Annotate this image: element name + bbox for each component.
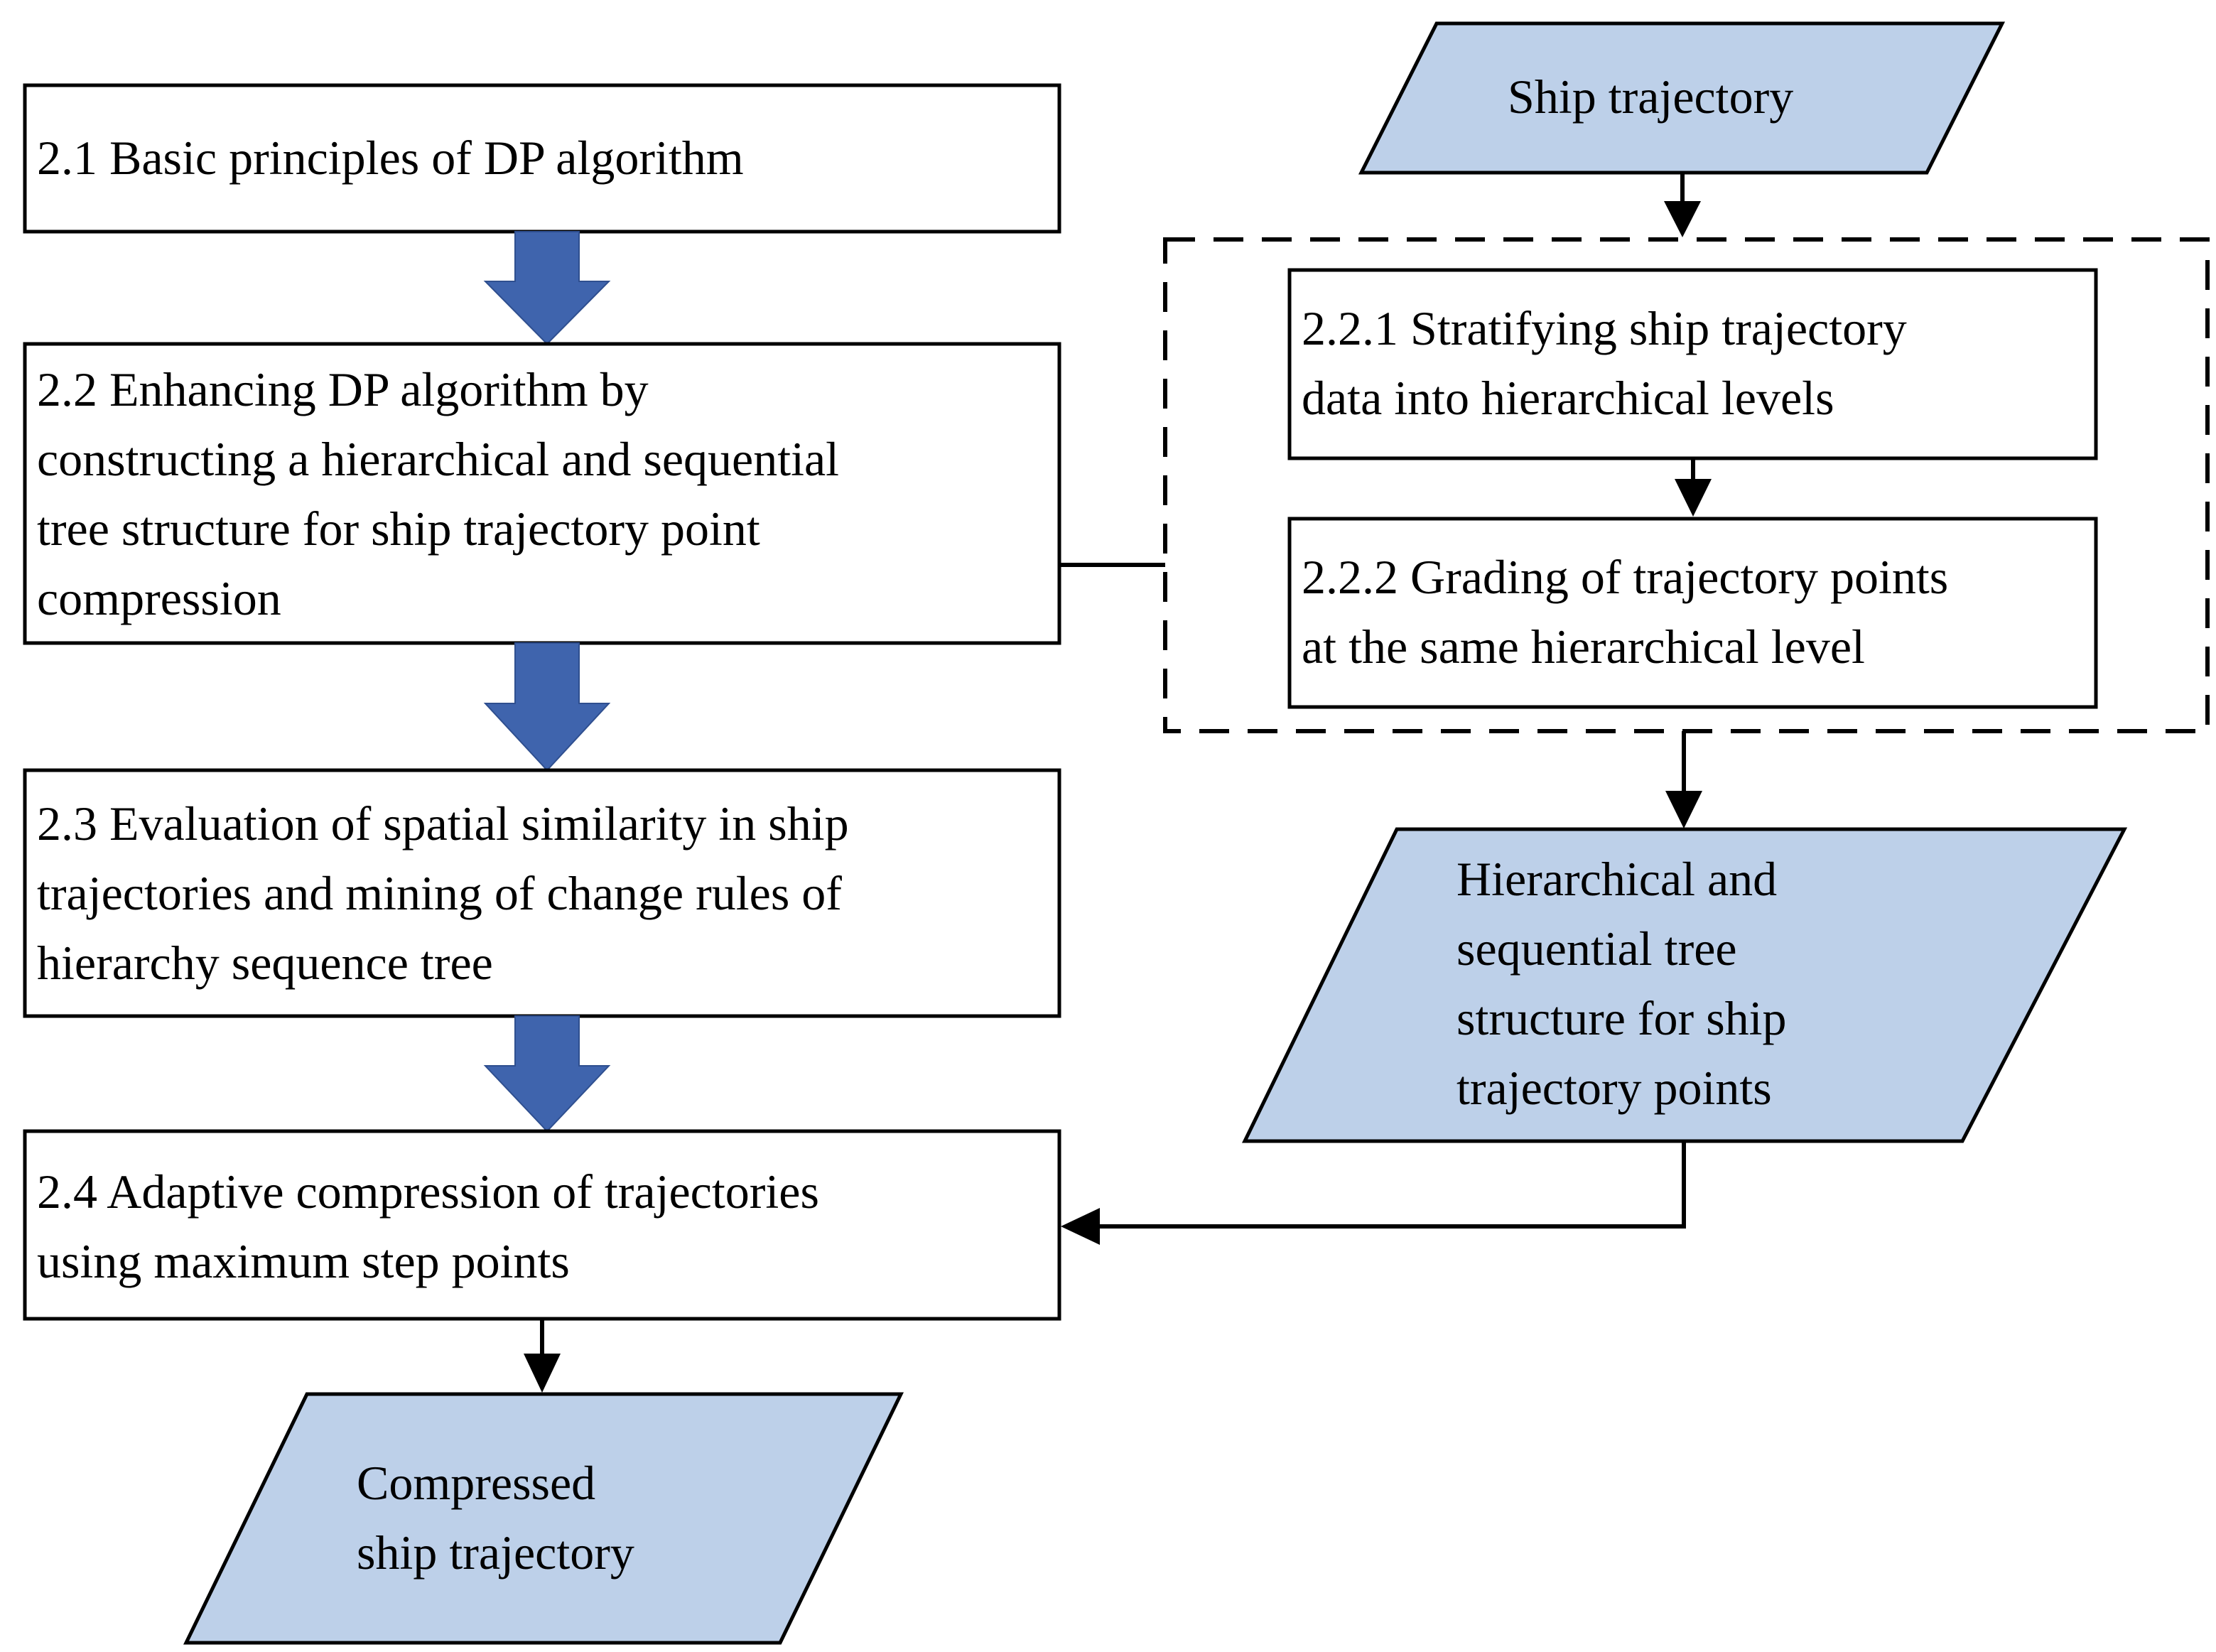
- compressed-output-shape: [183, 1392, 904, 1645]
- step-2-2-1-box: [1287, 268, 2098, 460]
- step-2-3-text: 2.3 Evaluation of spatial similarity in …: [37, 797, 861, 990]
- ship-trajectory-input-shape: [1358, 21, 2006, 175]
- step-2-2-box: [23, 342, 1061, 645]
- arrowhead-to-tree: [1665, 791, 1702, 828]
- step-2-3-box: [23, 768, 1061, 1018]
- block-arrow-2: [483, 642, 611, 772]
- step-2-4-text: 2.4 Adaptive compression of trajectories…: [37, 1165, 831, 1288]
- compressed-output-text: Compressed ship trajectory: [357, 1456, 634, 1580]
- step-2-4-box: [23, 1129, 1061, 1321]
- arrowhead-to-output: [524, 1354, 561, 1393]
- connector-tree-to-2-4: [1098, 1141, 1686, 1229]
- ship-trajectory-input-text: Ship trajectory: [1508, 70, 1793, 124]
- substeps-dashed-group: [1163, 237, 2210, 733]
- tree-structure-output-shape: [1242, 827, 2128, 1143]
- step-2-2-1-text: 2.2.1 Stratifying ship trajectory data i…: [1302, 301, 1919, 425]
- block-arrow-3: [483, 1015, 611, 1133]
- step-2-2-2-box: [1287, 517, 2098, 709]
- block-arrow-1: [483, 231, 611, 345]
- arrowhead-to-group: [1664, 201, 1701, 237]
- step-2-1-box: [23, 83, 1061, 234]
- step-2-1-text: 2.1 Basic principles of DP algorithm: [37, 131, 744, 185]
- arrowhead-to-2-4: [1061, 1208, 1100, 1245]
- step-2-2-2-text: 2.2.2 Grading of trajectory points at th…: [1302, 550, 1960, 674]
- arrowhead-to-2-2-2: [1675, 479, 1712, 517]
- tree-structure-output-text: Hierarchical and sequential tree structu…: [1456, 852, 1799, 1115]
- step-2-2-text: 2.2 Enhancing DP algorithm by constructi…: [37, 362, 851, 625]
